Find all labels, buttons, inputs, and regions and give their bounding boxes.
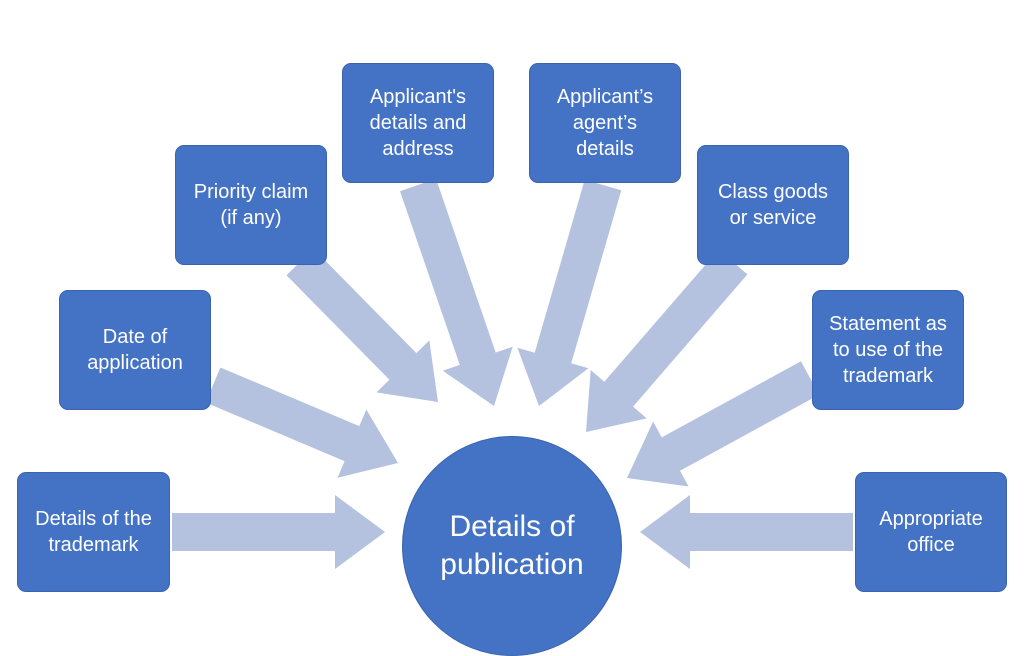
box-agent-details: Applicant’s agent’s details [529,63,681,183]
box-details-of-trademark: Details of the trademark [17,472,170,592]
arrow-from-appropriate-office [640,495,853,569]
center-circle-details-of-publication: Details of publication [402,436,622,656]
box-applicant-details: Applicant's details and address [342,63,494,183]
arrow-from-details-of-trademark [172,495,385,569]
arrow-from-applicant-details [400,178,513,406]
box-appropriate-office: Appropriate office [855,472,1007,592]
arrow-from-class-goods [586,249,748,432]
box-priority-claim: Priority claim (if any) [175,145,327,265]
box-class-goods: Class goods or service [697,145,849,265]
arrow-from-date-of-application [205,367,398,478]
arrow-from-statement-of-use [627,361,820,487]
box-statement-of-use: Statement as to use of the trademark [812,290,964,410]
box-date-of-application: Date of application [59,290,211,410]
arrow-from-priority-claim [286,248,438,402]
arrow-from-agent-details [517,179,622,406]
